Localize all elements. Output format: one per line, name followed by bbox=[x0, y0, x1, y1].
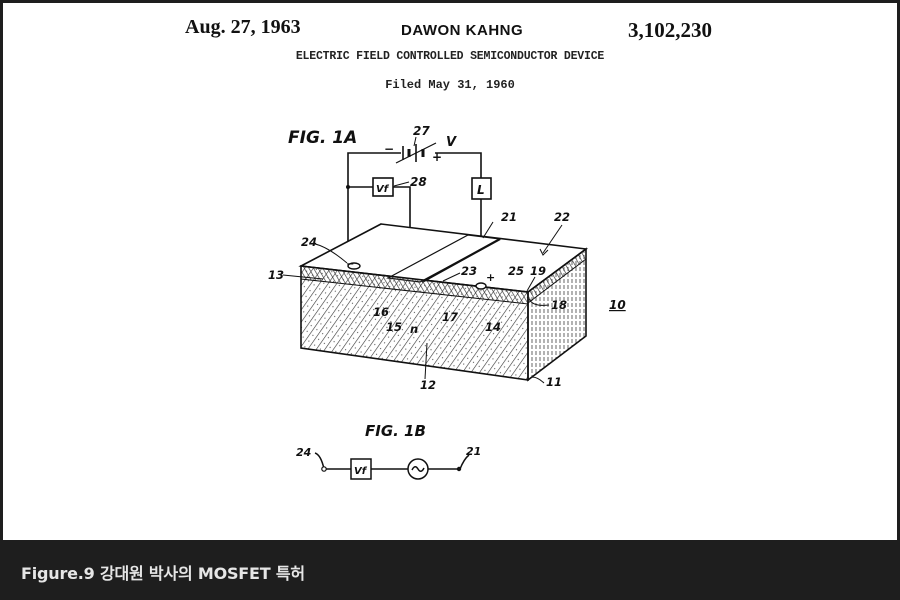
fig-1b-terminal-21: 21 bbox=[466, 445, 481, 458]
svg-text:15: 15 bbox=[386, 320, 402, 334]
vf-label: Vf bbox=[376, 184, 390, 195]
ref-10: 10 bbox=[609, 298, 626, 312]
plus-sign: + bbox=[432, 150, 442, 164]
svg-text:+: + bbox=[486, 271, 495, 284]
svg-text:19: 19 bbox=[530, 264, 546, 278]
svg-text:23: 23 bbox=[461, 264, 477, 278]
mosfet-diagram: FIG. 1A 27 V − + Vf 28 L bbox=[268, 124, 626, 480]
svg-text:16: 16 bbox=[373, 305, 389, 319]
battery-icon bbox=[395, 142, 437, 164]
fig-1b-vf-label: Vf bbox=[354, 466, 368, 477]
patent-date: Aug. 27, 1963 bbox=[185, 16, 301, 38]
fig-1b-circuit bbox=[314, 452, 470, 480]
svg-text:n: n bbox=[410, 322, 418, 336]
load-box bbox=[471, 177, 492, 200]
figure-caption: Figure.9 강대원 박사의 MOSFET 특허 bbox=[21, 564, 305, 583]
fig-1a-label: FIG. 1A bbox=[288, 128, 357, 148]
svg-text:25: 25 bbox=[508, 264, 524, 278]
svg-text:17: 17 bbox=[442, 310, 458, 324]
vf-box bbox=[372, 177, 394, 197]
patent-inventor: DAWON KAHNG bbox=[401, 22, 524, 39]
svg-text:14: 14 bbox=[485, 320, 501, 334]
patent-title: ELECTRIC FIELD CONTROLLED SEMICONDUCTOR … bbox=[295, 50, 605, 63]
patent-number: 3,102,230 bbox=[628, 18, 712, 42]
svg-text:24: 24 bbox=[301, 235, 317, 249]
svg-text:18: 18 bbox=[551, 298, 567, 312]
reference-numerals: 21 22 24 13 23 25 19 18 16 15 n 17 14 12… bbox=[268, 210, 570, 392]
svg-text:21: 21 bbox=[501, 210, 517, 224]
patent-filed-date: Filed May 31, 1960 bbox=[385, 78, 515, 92]
svg-text:−: − bbox=[346, 259, 354, 270]
svg-text:13: 13 bbox=[268, 268, 284, 282]
ref-28: 28 bbox=[410, 175, 427, 189]
load-label: L bbox=[477, 183, 485, 197]
svg-text:11: 11 bbox=[546, 375, 562, 389]
svg-text:12: 12 bbox=[420, 378, 436, 392]
ref-27: 27 bbox=[413, 124, 430, 138]
voltage-label: V bbox=[446, 135, 457, 150]
caption-bar: Figure.9 강대원 박사의 MOSFET 특허 bbox=[0, 540, 900, 600]
fig-1b-terminal-24: 24 bbox=[296, 446, 311, 459]
minus-sign: − bbox=[384, 142, 394, 156]
fig-1b-label: FIG. 1B bbox=[365, 422, 426, 440]
svg-text:22: 22 bbox=[554, 210, 570, 224]
patent-figure-image: Aug. 27, 1963 DAWON KAHNG 3,102,230 ELEC… bbox=[3, 3, 897, 540]
